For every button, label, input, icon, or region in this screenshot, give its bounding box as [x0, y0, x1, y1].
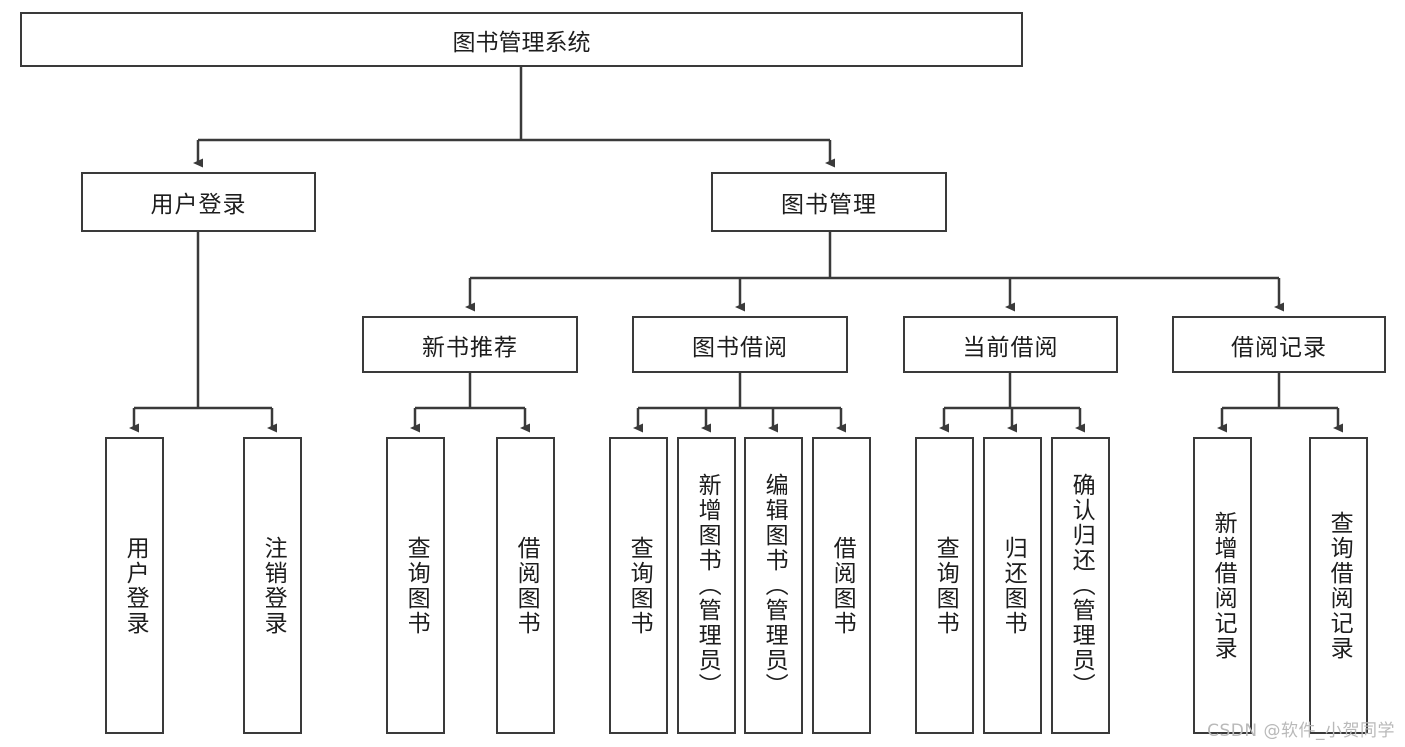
node-label: 查询图书 [403, 535, 430, 636]
leaf-user-login-logout[interactable]: 注销登录 [243, 437, 302, 734]
node-label: 新增图书（管理员） [694, 473, 721, 698]
node-label: 查询图书 [626, 535, 653, 636]
node-label: 查询图书 [932, 535, 959, 636]
node-label: 用户登录 [150, 192, 247, 218]
leaf-user-login-login[interactable]: 用户登录 [105, 437, 164, 734]
node-book-borrow[interactable]: 图书借阅 [632, 316, 848, 373]
node-label: 图书管理系统 [452, 29, 591, 56]
node-borrow-record[interactable]: 借阅记录 [1172, 316, 1386, 373]
leaf-recommend-query-book[interactable]: 查询图书 [386, 437, 445, 734]
node-label: 借阅记录 [1231, 334, 1327, 361]
leaf-current-query-book[interactable]: 查询图书 [915, 437, 974, 734]
leaf-recommend-borrow-book[interactable]: 借阅图书 [496, 437, 555, 734]
leaf-record-query-record[interactable]: 查询借阅记录 [1309, 437, 1368, 734]
node-label: 编辑图书（管理员） [761, 473, 788, 698]
leaf-current-return-book[interactable]: 归还图书 [983, 437, 1042, 734]
node-label: 图书管理 [781, 192, 877, 218]
node-book-management[interactable]: 图书管理 [711, 172, 947, 232]
node-label: 图书借阅 [692, 334, 788, 361]
leaf-borrow-add-book[interactable]: 新增图书（管理员） [677, 437, 736, 734]
leaf-current-confirm-return[interactable]: 确认归还（管理员） [1051, 437, 1110, 734]
node-label: 注销登录 [260, 535, 287, 636]
node-label: 借阅图书 [513, 535, 540, 636]
node-label: 新增借阅记录 [1210, 510, 1237, 661]
node-label: 新书推荐 [422, 334, 518, 361]
node-label: 当前借阅 [962, 334, 1059, 361]
node-new-book-recommend[interactable]: 新书推荐 [362, 316, 578, 373]
watermark-text: CSDN @软件_小贺同学 [1207, 721, 1395, 741]
node-label: 借阅图书 [829, 535, 856, 636]
leaf-record-add-record[interactable]: 新增借阅记录 [1193, 437, 1252, 734]
node-label: 确认归还（管理员） [1068, 473, 1095, 698]
node-current-borrow[interactable]: 当前借阅 [903, 316, 1118, 373]
leaf-borrow-borrow-book[interactable]: 借阅图书 [812, 437, 871, 734]
node-label: 用户登录 [122, 535, 149, 636]
node-user-login[interactable]: 用户登录 [81, 172, 316, 232]
leaf-borrow-query-book[interactable]: 查询图书 [609, 437, 668, 734]
leaf-borrow-edit-book[interactable]: 编辑图书（管理员） [744, 437, 803, 734]
node-label: 查询借阅记录 [1326, 510, 1353, 661]
node-label: 归还图书 [1000, 535, 1027, 636]
node-root-system[interactable]: 图书管理系统 [20, 12, 1023, 67]
